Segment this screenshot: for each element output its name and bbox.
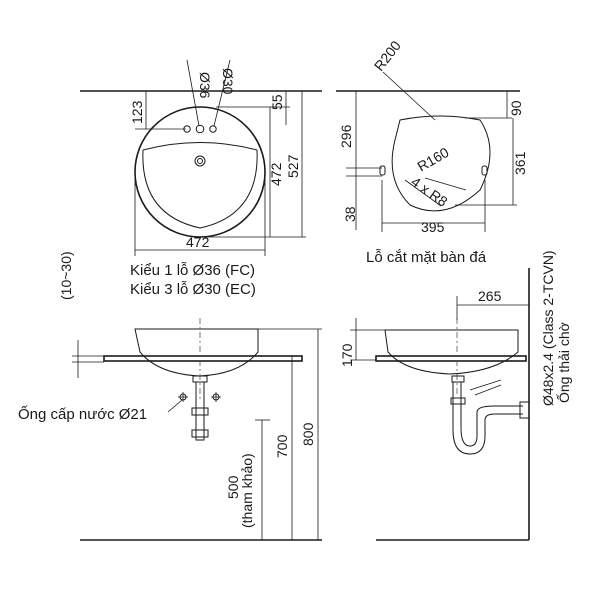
dim-170: 170 [339, 343, 355, 367]
dim-500: 500 [225, 475, 241, 499]
drain-pipe [195, 381, 205, 441]
r8-label: 4 x R8 [408, 173, 450, 209]
dim-55: 55 [269, 94, 285, 110]
side-counter-slab [375, 355, 527, 362]
dim-123: 123 [129, 100, 145, 124]
p-trap [452, 382, 523, 455]
dim-38: 38 [342, 206, 358, 222]
counter-slab [103, 355, 303, 362]
hole-36-label: Ø36 [197, 72, 213, 99]
fix-hole-left [379, 165, 386, 176]
basin-bowl [142, 149, 258, 229]
dim-472-horizontal: 472 [186, 234, 210, 250]
cutout-outline [391, 115, 491, 212]
dim-395: 395 [421, 219, 445, 235]
dim-700: 700 [274, 434, 290, 458]
dim-472-vertical: 472 [268, 162, 284, 186]
wall-flange [519, 401, 530, 419]
fix-hole-right [481, 165, 488, 176]
water-pipe-label: Ống cấp nước Ø21 [18, 405, 147, 423]
basin-top-view [80, 59, 322, 256]
dim-361: 361 [512, 151, 528, 175]
reference-note: (tham khảo) [239, 453, 255, 528]
tap-hole-right [209, 125, 217, 133]
front-view [72, 318, 322, 541]
side-view [350, 268, 530, 541]
r160-label: R160 [415, 144, 452, 175]
r200-label: R200 [371, 37, 404, 73]
dim-265: 265 [478, 288, 502, 304]
faucet-note-1: Kiểu 1 lỗ Ø36 (FC) [130, 262, 255, 279]
dim-10-30: (10~30) [58, 251, 74, 300]
basin-outline [134, 106, 266, 238]
basin-deck-edge [142, 142, 258, 151]
hole-30-label: Ø30 [220, 68, 236, 95]
dim-800: 800 [300, 422, 316, 446]
faucet-note-2: Kiểu 3 lỗ Ø30 (EC) [130, 281, 256, 298]
dim-296: 296 [338, 124, 354, 148]
dim-90: 90 [508, 100, 524, 116]
drain-pipe-label: Ống thải chờ [555, 322, 572, 403]
drain-hole [194, 155, 206, 167]
basin-side-body [384, 329, 519, 375]
tap-hole-center [195, 124, 205, 134]
cutout-view [336, 71, 520, 232]
drain-spec-label: Ø48x2.4 (Class 2-TCVN) [540, 250, 556, 406]
basin-front-body [134, 328, 259, 377]
cutout-caption: Lỗ cắt mặt bàn đá [366, 249, 487, 266]
dim-527: 527 [285, 154, 301, 178]
